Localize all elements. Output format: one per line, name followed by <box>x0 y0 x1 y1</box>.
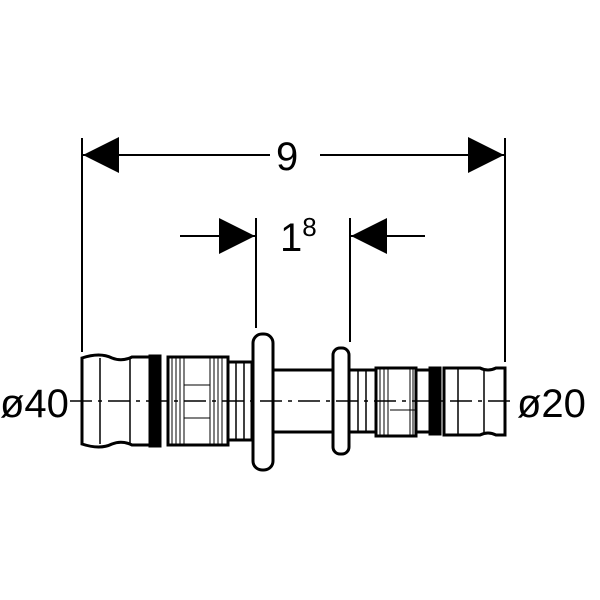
left-diameter-label: ø40 <box>0 382 69 426</box>
middle-dimension-main: 1 <box>280 216 303 260</box>
middle-dimension-sup: 8 <box>302 212 317 242</box>
extension-lines <box>81 138 506 362</box>
right-diameter-label: ø20 <box>517 382 586 426</box>
middle-dimension-text: 18 <box>280 214 317 260</box>
overall-dimension-text: 9 <box>276 135 299 179</box>
fitting-body <box>80 332 507 472</box>
